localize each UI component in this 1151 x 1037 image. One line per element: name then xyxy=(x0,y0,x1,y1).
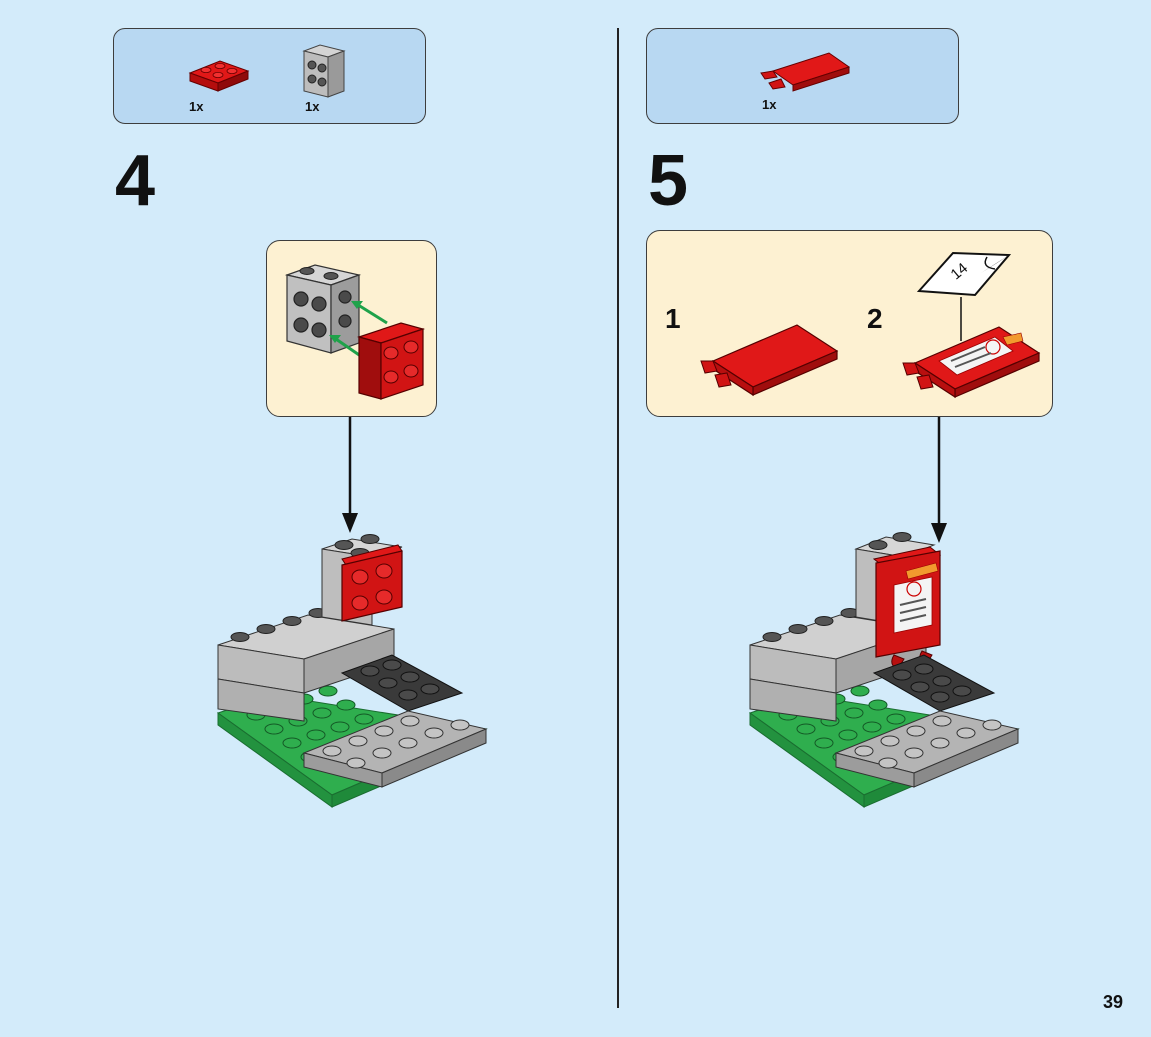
step4-part2-qty: 1x xyxy=(305,99,320,114)
step4-parts-box: 1x 1x xyxy=(113,28,426,124)
page-divider xyxy=(617,28,619,1008)
step4-part1-qty: 1x xyxy=(189,99,204,114)
red-tile-with-clips-icon xyxy=(760,52,851,92)
step5-substep-2-label: 2 xyxy=(867,303,883,334)
step5-callout: 1 2 14 xyxy=(646,230,1053,417)
step4-callout xyxy=(266,240,437,417)
step5-model-illustration xyxy=(748,532,1020,808)
page-number: 39 xyxy=(1102,992,1123,1012)
step5-parts-box: 1x xyxy=(646,28,959,124)
step5-substep-1-label: 1 xyxy=(665,303,681,334)
sticker-callout-illustration xyxy=(916,251,1012,341)
substep2-stickered-tile-illustration xyxy=(902,326,1041,399)
red-plate-icon xyxy=(188,60,250,92)
step5-number: 5 xyxy=(648,141,689,221)
step4-number: 4 xyxy=(115,141,156,221)
substep1-red-tile-illustration xyxy=(700,324,839,397)
gray-brick-side-studs-icon xyxy=(302,44,346,98)
step4-down-arrow xyxy=(342,417,358,533)
step4-model-illustration xyxy=(216,534,488,808)
step4-subassembly-illustration xyxy=(284,264,426,400)
step5-part1-qty: 1x xyxy=(762,97,777,112)
step5-down-arrow xyxy=(931,417,947,543)
